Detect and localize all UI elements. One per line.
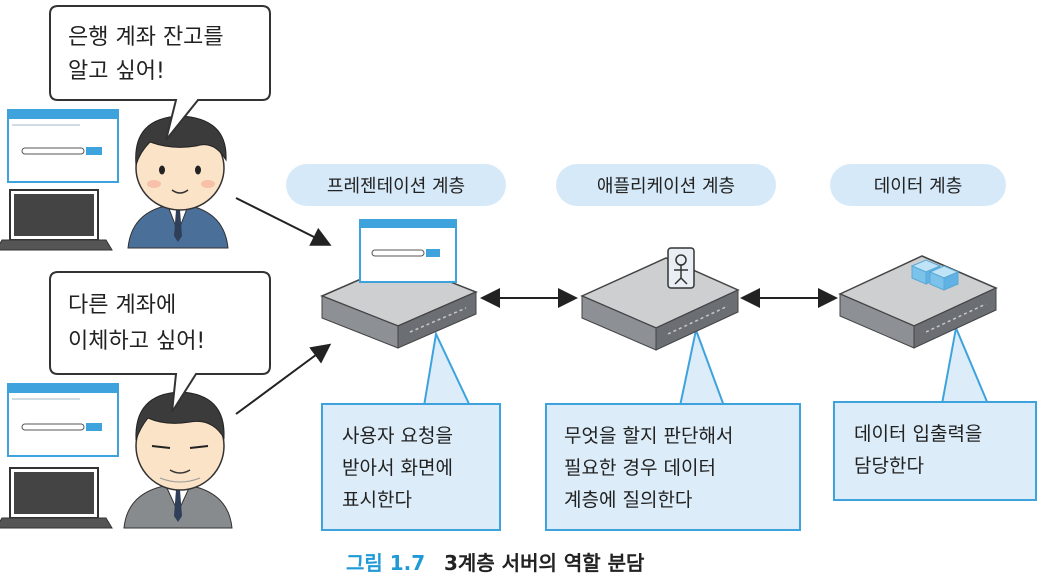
- arrow-user-bottom-to-presentation: [235, 343, 332, 415]
- callout-presentation: 사용자 요청을 받아서 화면에 표시한다: [321, 403, 501, 531]
- callout-application-line-2: 필요한 경우 데이터: [564, 457, 716, 479]
- person-icon: [127, 115, 229, 249]
- server-application-icon: [580, 247, 740, 351]
- figure-title: 3계층 서버의 역할 분담: [444, 551, 645, 575]
- callout-application-line-3: 계층에 질의한다: [564, 489, 692, 511]
- user-bottom: 다른 계좌에 이체하고 싶어!: [0, 271, 271, 529]
- bubble-top-line-2: 알고 싶어!: [68, 59, 165, 84]
- figure-caption: 그림 1.7 3계층 서버의 역할 분담: [346, 551, 645, 575]
- laptop-icon: [0, 189, 113, 251]
- callout-pointer-data: [940, 324, 990, 405]
- app-logic-icon: [667, 247, 695, 289]
- arrow-user-top-to-presentation: [235, 197, 332, 246]
- layer-label-presentation: 프레젠테이션 계층: [286, 164, 506, 206]
- callout-data: 데이터 입출력을 담당한다: [833, 401, 1037, 501]
- browser-window-icon: [359, 219, 457, 283]
- data-cubes-icon: [910, 259, 960, 291]
- user-top: 은행 계좌 잔고를 알고 싶어!: [0, 5, 271, 251]
- server-data-icon: [838, 255, 998, 349]
- layer-label-presentation-text: 프레젠테이션 계층: [327, 176, 465, 197]
- callout-pointer-presentation: [422, 330, 472, 407]
- callout-presentation-line-2: 받아서 화면에: [342, 457, 453, 479]
- layer-label-application-text: 애플리케이션 계층: [597, 176, 735, 197]
- bubble-top-line-1: 은행 계좌 잔고를: [68, 25, 224, 50]
- bubble-bottom-line-1: 다른 계좌에: [68, 293, 176, 318]
- browser-window-icon: [7, 109, 119, 183]
- person-icon: [123, 391, 233, 529]
- layer-label-data-text: 데이터 계층: [874, 176, 963, 197]
- bubble-bottom-line-2: 이체하고 싶어!: [68, 329, 205, 354]
- layer-label-data: 데이터 계층: [830, 164, 1006, 206]
- callout-application: 무엇을 할지 판단해서 필요한 경우 데이터 계층에 질의한다: [545, 403, 801, 531]
- speech-bubble-bottom: 다른 계좌에 이체하고 싶어!: [49, 271, 271, 413]
- callout-data-line-2: 담당한다: [854, 455, 924, 477]
- callout-data-line-1: 데이터 입출력을: [854, 423, 982, 445]
- callout-pointer-application: [678, 326, 726, 407]
- speech-bubble-top: 은행 계좌 잔고를 알고 싶어!: [49, 5, 271, 141]
- laptop-icon: [0, 467, 113, 529]
- server-presentation-icon: [320, 219, 478, 349]
- figure-label: 그림 1.7: [346, 551, 425, 575]
- callout-presentation-line-3: 표시한다: [342, 489, 412, 511]
- browser-window-icon: [7, 383, 119, 457]
- callout-presentation-line-1: 사용자 요청을: [342, 425, 453, 447]
- layer-label-application: 애플리케이션 계층: [556, 164, 776, 206]
- callout-application-line-1: 무엇을 할지 판단해서: [564, 425, 733, 447]
